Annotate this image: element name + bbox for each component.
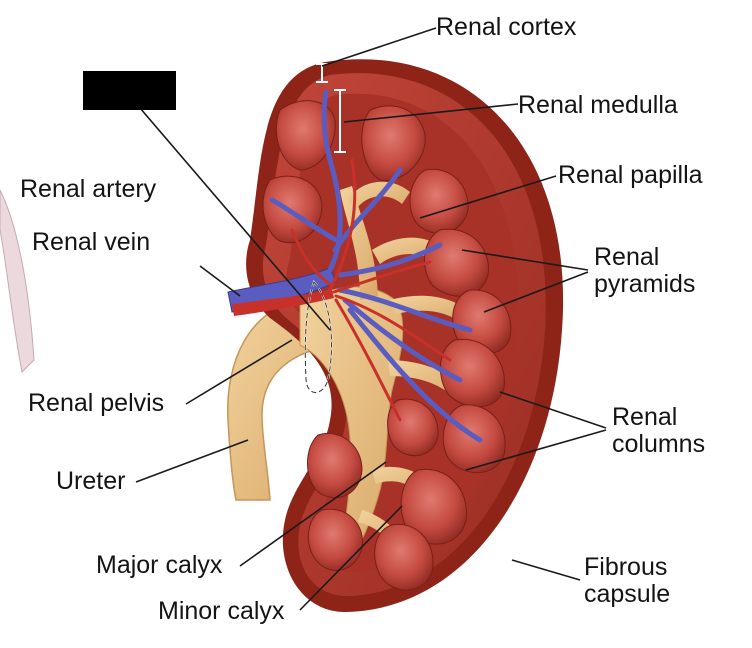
leader-fibrous-capsule [512, 560, 580, 580]
redacted-label-box [83, 71, 176, 110]
body-outline [0, 190, 34, 372]
label-renal-artery: Renal artery [20, 176, 156, 203]
label-renal-pelvis: Renal pelvis [28, 390, 164, 417]
label-fibrous-capsule-line1: Fibrous [584, 554, 670, 581]
label-renal-columns-line2: columns [612, 431, 705, 458]
label-fibrous-capsule: Fibrous capsule [584, 554, 670, 608]
label-renal-pyramids: Renal pyramids [594, 244, 695, 298]
label-renal-medulla: Renal medulla [518, 92, 678, 119]
label-ureter: Ureter [56, 468, 125, 495]
label-fibrous-capsule-line2: capsule [584, 581, 670, 608]
label-renal-papilla: Renal papilla [558, 162, 703, 189]
leader-renal-vein [200, 266, 240, 296]
label-renal-cortex: Renal cortex [436, 14, 576, 41]
label-renal-pyramids-line1: Renal [594, 244, 695, 271]
label-minor-calyx: Minor calyx [158, 598, 284, 625]
label-renal-columns-line1: Renal [612, 404, 705, 431]
label-renal-vein: Renal vein [32, 229, 150, 256]
label-major-calyx: Major calyx [96, 552, 222, 579]
label-renal-pyramids-line2: pyramids [594, 271, 695, 298]
label-renal-columns: Renal columns [612, 404, 705, 458]
